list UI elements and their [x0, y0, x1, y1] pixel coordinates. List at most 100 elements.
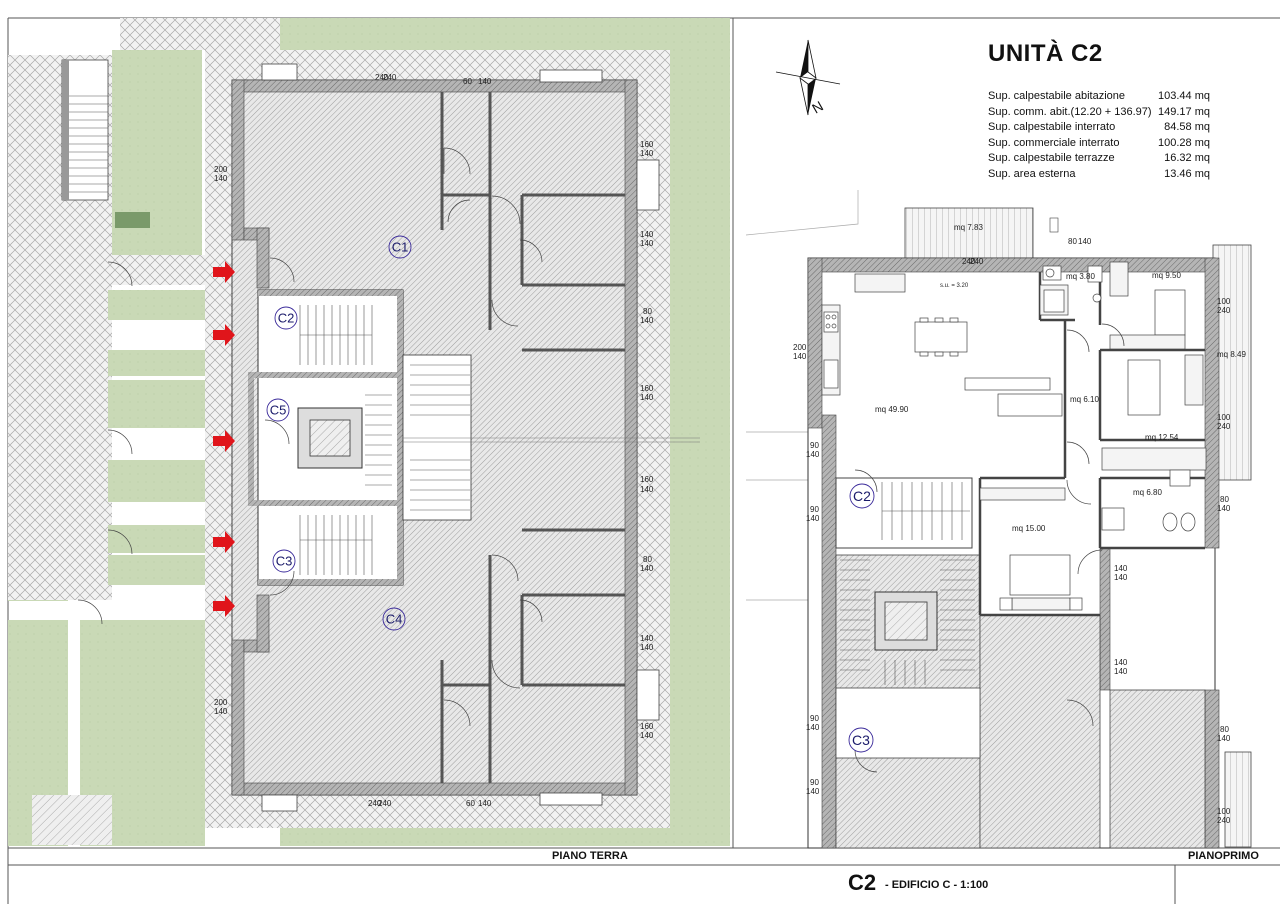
area-label: Sup. calpestabile interrato [988, 121, 1116, 133]
dim-label: 200 [214, 165, 228, 174]
area-label: Sup. commerciale interrato [988, 136, 1120, 149]
first-floor-label: PIANOPRIMO [1188, 850, 1259, 862]
dim-label: 240 [1217, 816, 1231, 825]
unit-label: C2 [853, 488, 871, 504]
dim-label: 60 [466, 799, 475, 808]
dim-label: 140 [640, 393, 654, 402]
unit-label: C5 [270, 403, 287, 418]
dim-label: 240 [1217, 422, 1231, 431]
room-area-bedroom1: mq 9.50 [1152, 271, 1181, 280]
unit-circle [274, 306, 298, 330]
dim-label: 240 [962, 257, 976, 266]
room-area-living: mq 49.90 [875, 405, 909, 414]
dim-label: 140 [1114, 667, 1128, 676]
dim-label: 100 [1217, 297, 1231, 306]
unit-circle [849, 483, 875, 509]
unit-label: C1 [392, 240, 409, 255]
room-area-terrace: mq 7.83 [954, 223, 983, 232]
area-label: Sup. area esterna [988, 167, 1076, 180]
room-area-bath: mq 3.80 [1066, 272, 1095, 281]
dim-label: 140 [214, 174, 228, 183]
dim-label: 240 [368, 799, 382, 808]
dim-label: 140 [640, 149, 654, 158]
dim-label: 140 [793, 352, 807, 361]
dim-label: 160 [640, 140, 654, 149]
unit-label: C3 [852, 732, 870, 748]
area-label: Sup. calpestabile terrazze [988, 152, 1115, 164]
room-area-bath2: mq 6.80 [1133, 488, 1162, 497]
dim-label: 240 [375, 73, 389, 82]
dim-label: 140 [806, 723, 820, 732]
north-label: N [809, 98, 826, 117]
dim-label: 140 [1114, 564, 1128, 573]
north-arrow-icon [775, 39, 841, 116]
footer-subtitle: - EDIFICIO C - 1:100 [885, 879, 989, 891]
dim-label: 240 [383, 73, 397, 82]
unit-label: C3 [276, 554, 293, 569]
unit-label: C4 [386, 612, 403, 627]
dim-label: 140 [640, 316, 654, 325]
area-value: 84.58 mq [1164, 121, 1210, 133]
unit-circle [848, 727, 874, 753]
dim-label: 200 [214, 698, 228, 707]
room-area-labels: mq 49.90 mq 7.83 mq 3.80 s.u. = 3.20 mq … [875, 223, 1246, 533]
unit-circle [382, 607, 406, 631]
room-area-hall: mq 6.10 [1070, 395, 1099, 404]
area-row: Sup. area esterna 13.46 mq [988, 167, 1210, 183]
furniture [821, 261, 1207, 611]
area-table: Sup. calpestabile abitazione 103.44 mq Su… [988, 89, 1210, 182]
area-value: 103.44 mq [1158, 90, 1210, 102]
dim-label: 80 [643, 555, 652, 564]
door-swings [77, 147, 543, 727]
dim-label: 140 [640, 564, 654, 573]
dim-label: 80 [643, 307, 652, 316]
area-value: 13.46 mq [1164, 167, 1210, 180]
dim-label: 100 [1217, 413, 1231, 422]
dim-label: 60 [463, 77, 472, 86]
dim-label: 140 [640, 239, 654, 248]
dim-label: 200 [793, 343, 807, 352]
terrace-east [1212, 244, 1252, 481]
footer-unit-code: C2 [848, 870, 877, 895]
area-row: Sup. comm. abit.(12.20 + 136.97)149.17 m… [988, 105, 1210, 121]
dim-label: 90 [810, 778, 819, 787]
room-kitchen-label: s.u. = 3.20 [940, 283, 969, 289]
dim-label: 80 [1068, 237, 1077, 246]
dim-label: 140 [478, 799, 492, 808]
area-label: Sup. calpestabile abitazione [988, 90, 1125, 102]
stair-core-steps [299, 305, 373, 575]
dim-label: 140 [214, 707, 228, 716]
entrance-arrows [213, 261, 235, 617]
dim-label: 140 [1114, 573, 1128, 582]
dim-label: 140 [806, 787, 820, 796]
dim-label: 240 [378, 799, 392, 808]
dim-label: 90 [810, 505, 819, 514]
unit-circle [388, 235, 412, 259]
dim-label: 100 [1217, 807, 1231, 816]
dim-label: 140 [1114, 658, 1128, 667]
dim-label: 140 [806, 514, 820, 523]
area-value: 100.28 mq [1158, 136, 1210, 149]
room-area-bedroom2: mq 12.54 [1145, 433, 1179, 442]
external-stair [61, 59, 109, 201]
dim-label: 90 [810, 441, 819, 450]
dim-label: 140 [478, 77, 492, 86]
first-floor-plan [745, 39, 1252, 849]
area-row: Sup. calpestabile abitazione 103.44 mq [988, 89, 1210, 105]
unit-label: C2 [278, 311, 295, 326]
outer-walls [231, 79, 638, 796]
dim-label: 140 [640, 731, 654, 740]
area-label: Sup. comm. abit.(12.20 + 136.97) [988, 105, 1152, 118]
dim-label: 140 [1078, 237, 1092, 246]
partitions [440, 92, 625, 783]
dim-label: 140 [1217, 504, 1231, 513]
dim-label: 140 [640, 230, 654, 239]
dim-label: 90 [810, 714, 819, 723]
dim-label: 140 [1217, 734, 1231, 743]
dim-label: 80 [1220, 725, 1229, 734]
dim-label: 140 [640, 634, 654, 643]
dim-label: 160 [640, 475, 654, 484]
